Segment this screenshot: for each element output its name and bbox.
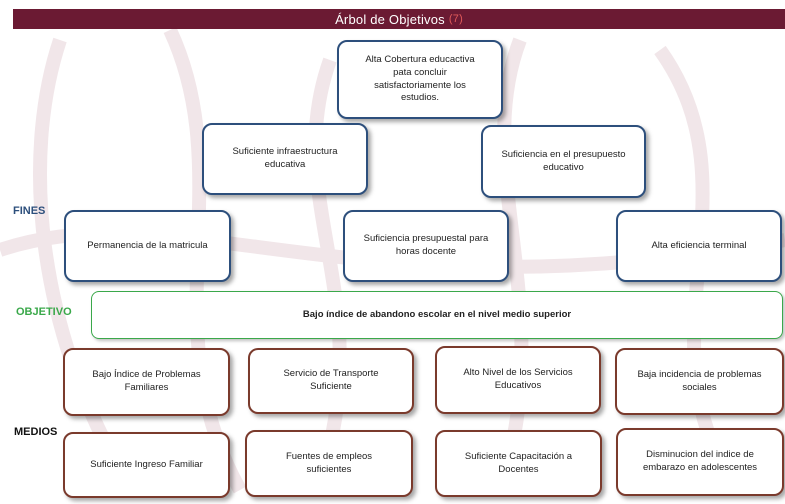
fines-label: FINES (13, 205, 46, 217)
medio-servicios-educativos: Alto Nivel de los Servicios Educativos (435, 346, 601, 414)
diagram-title-bar: Árbol de Objetivos (7) (13, 9, 785, 29)
medio-transporte: Servicio de Transporte Suficiente (248, 348, 414, 414)
medios-label: MEDIOS (14, 426, 58, 438)
fin-top: Alta Cobertura educactiva pata concluir … (337, 40, 503, 119)
medio-fuentes-empleo: Fuentes de empleos suficientes (245, 430, 413, 497)
diagram-number: (7) (448, 13, 463, 25)
fin-level3-eficiencia: Alta eficiencia terminal (616, 210, 782, 282)
objetivo-label: OBJETIVO (16, 306, 72, 318)
fin-level2-infraestructura: Suficiente infraestructura educativa (202, 123, 368, 195)
medio-problemas-familiares: Bajo Índice de Problemas Familiares (63, 348, 230, 416)
diagram-title: Árbol de Objetivos (335, 11, 445, 27)
medio-ingreso-familiar: Suficiente Ingreso Familiar (63, 432, 230, 498)
objetivo-box: Bajo índice de abandono escolar en el ni… (91, 291, 783, 339)
fin-level2-presupuesto: Suficiencia en el presupuesto educativo (481, 125, 646, 198)
medio-capacitacion-docentes: Suficiente Capacitación a Docentes (435, 430, 602, 497)
medio-problemas-sociales: Baja incidencia de problemas sociales (615, 348, 784, 415)
medio-embarazo-adolescentes: Disminucion del indice de embarazo en ad… (616, 428, 784, 496)
fin-level3-permanencia: Permanencia de la matricula (64, 210, 231, 282)
fin-level3-presupuestal: Suficiencia presupuestal para horas doce… (343, 210, 509, 282)
